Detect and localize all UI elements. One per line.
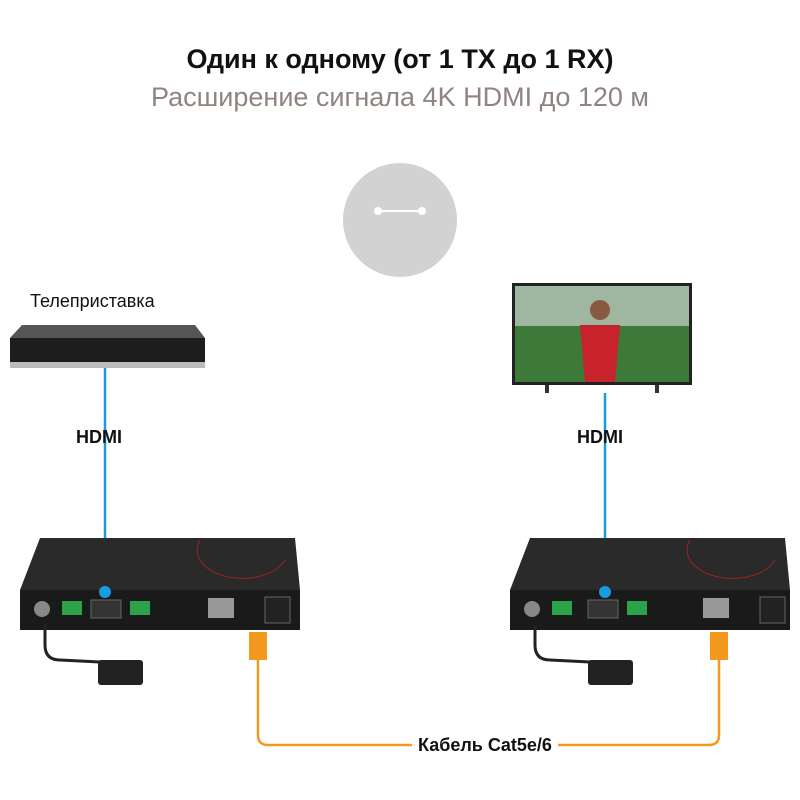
- link-icon: [343, 163, 457, 277]
- transmitter-extender: [20, 538, 300, 685]
- hdmi-label-right: HDMI: [577, 427, 623, 447]
- tv: [512, 283, 692, 393]
- hdmi-label-left: HDMI: [76, 427, 122, 447]
- source-label: Телеприставка: [30, 291, 155, 311]
- cable-label: Кабель Cat5e/6: [412, 735, 558, 756]
- cat-cable: [249, 632, 728, 747]
- page-subtitle: Расширение сигнала 4K HDMI до 120 м: [151, 82, 649, 112]
- receiver-extender: [510, 538, 790, 685]
- set-top-box: [10, 325, 205, 368]
- page-title: Один к одному (от 1 TX до 1 RX): [186, 44, 614, 74]
